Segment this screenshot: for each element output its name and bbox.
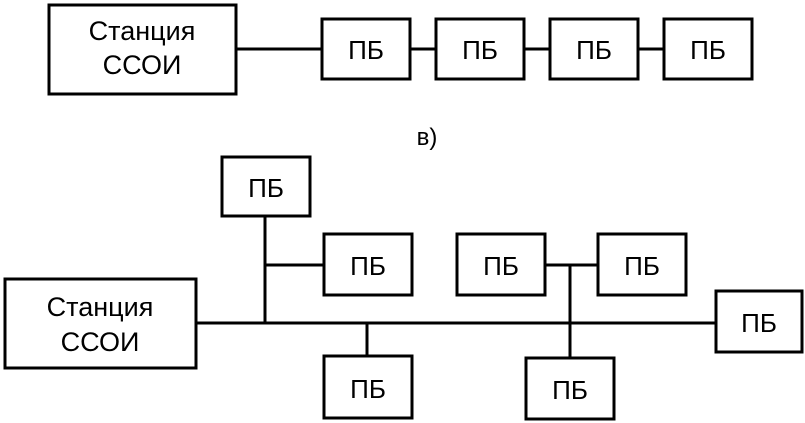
top-block-1: ПБ — [320, 17, 412, 81]
bottom-block-lower-right-label: ПБ — [552, 375, 588, 405]
bottom-block-bus-end-label: ПБ — [741, 308, 777, 338]
bottom-station-label-line2: ССОИ — [61, 327, 140, 357]
top-station-label-line1: Станция — [89, 16, 196, 46]
bottom-block-right-pair-left-label: ПБ — [483, 251, 519, 281]
bottom-block-lower-right: ПБ — [524, 356, 616, 421]
top-block-1-label: ПБ — [348, 35, 384, 65]
top-block-2-label: ПБ — [462, 35, 498, 65]
bottom-station-label-line1: Станция — [47, 292, 154, 322]
top-station-box: Станция ССОИ — [47, 3, 238, 96]
bottom-station-box: Станция ССОИ — [3, 277, 198, 370]
bottom-block-lower-left: ПБ — [322, 354, 414, 420]
top-block-3: ПБ — [548, 17, 640, 81]
top-block-4-label: ПБ — [690, 35, 726, 65]
top-block-4: ПБ — [662, 17, 754, 81]
bottom-block-lower-left-label: ПБ — [350, 374, 386, 404]
bottom-block-top-left: ПБ — [220, 155, 312, 218]
bottom-block-right-pair-right-label: ПБ — [624, 251, 660, 281]
bottom-block-right-pair-left: ПБ — [455, 232, 547, 297]
bottom-block-left-branch: ПБ — [322, 232, 414, 297]
bottom-block-bus-end: ПБ — [714, 289, 804, 354]
top-block-3-label: ПБ — [576, 35, 612, 65]
bottom-block-top-left-label: ПБ — [248, 173, 284, 203]
scheme-caption: в) — [417, 124, 438, 151]
top-scheme: Станция ССОИ ПБ ПБ ПБ ПБ — [47, 3, 754, 96]
bottom-block-right-pair-right: ПБ — [596, 232, 688, 297]
bottom-scheme: Станция ССОИ ПБ ПБ ПБ ПБ ПБ ПБ — [3, 155, 804, 421]
top-station-label-line2: ССОИ — [103, 50, 182, 80]
top-block-2: ПБ — [434, 17, 526, 81]
bottom-block-left-branch-label: ПБ — [350, 251, 386, 281]
